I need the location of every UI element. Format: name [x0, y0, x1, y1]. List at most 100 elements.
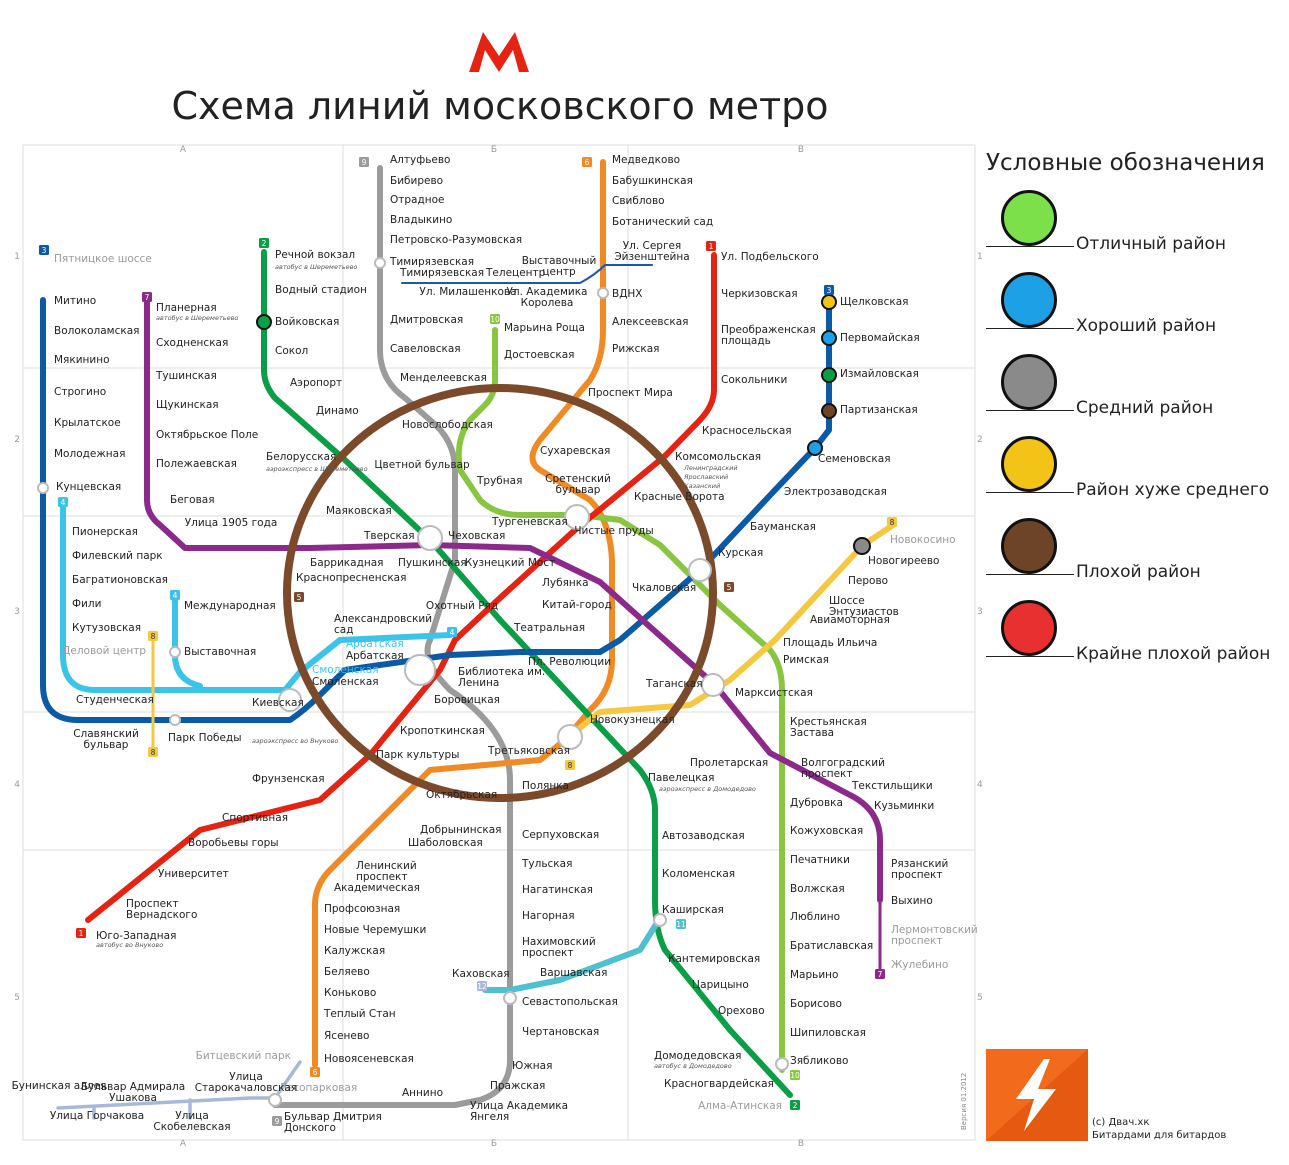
station-label[interactable]: Петровско-Разумовская	[390, 234, 522, 246]
station-label[interactable]: Дубровка	[790, 797, 843, 809]
station-label[interactable]: Динамо	[316, 405, 359, 417]
station-label[interactable]: Строгино	[54, 386, 106, 398]
station-label[interactable]: Шипиловская	[790, 1027, 866, 1039]
station-label[interactable]: Чеховская	[448, 530, 505, 542]
station-label[interactable]: Цветной бульвар	[374, 459, 470, 471]
station-label[interactable]: Люблино	[790, 911, 840, 923]
station-label[interactable]: Новые Черемушки	[324, 924, 426, 936]
station-label[interactable]: Кожуховская	[790, 825, 863, 837]
station-label[interactable]: Международная	[184, 600, 276, 612]
station-label[interactable]: Семеновская	[818, 453, 891, 465]
station-label[interactable]: Царицыно	[692, 979, 749, 991]
station-label[interactable]: Улица 1905 года	[185, 517, 278, 529]
station-label[interactable]: Крылатское	[54, 417, 121, 429]
station-label[interactable]: Автозаводская	[662, 830, 745, 842]
station-label[interactable]: Сокол	[275, 345, 308, 357]
station-label[interactable]: Юго-Западная	[96, 930, 176, 942]
station-label[interactable]: Мякинино	[54, 354, 110, 366]
station-label[interactable]: Зябликово	[790, 1055, 848, 1067]
station-label[interactable]: Белорусская	[266, 451, 336, 463]
station-label[interactable]: Нагатинская	[522, 884, 593, 896]
station-label[interactable]: Дмитровская	[390, 314, 463, 326]
station-label[interactable]: Проспект Мира	[588, 387, 673, 399]
station-label[interactable]: Отрадное	[390, 194, 445, 206]
station-label[interactable]: Шаболовская	[408, 837, 483, 849]
station-label[interactable]: Алексеевская	[612, 316, 688, 328]
station-label[interactable]: Бауманская	[750, 521, 816, 533]
station-label[interactable]: Авиамоторная	[810, 614, 890, 626]
station-label[interactable]: Смоленская	[312, 676, 379, 688]
station-label[interactable]: Алма-Атинская	[698, 1100, 782, 1112]
station-label[interactable]: Красногвардейская	[664, 1078, 774, 1090]
station-label[interactable]: Достоевская	[504, 349, 574, 361]
station-label[interactable]: Библиотека им.Ленина	[458, 666, 545, 689]
station-label[interactable]: Тургеневская	[491, 516, 568, 528]
station-label[interactable]: Марксистская	[735, 687, 813, 699]
station-label[interactable]: Домодедовская	[654, 1050, 741, 1062]
station-label[interactable]: Театральная	[513, 622, 585, 634]
station-label[interactable]: Тимирязевская	[389, 256, 474, 268]
station-label[interactable]: Бабушкинская	[612, 175, 693, 187]
station-label[interactable]: Аннино	[402, 1087, 443, 1099]
station-label[interactable]: Каширская	[662, 904, 724, 916]
station-label[interactable]: Добрынинская	[420, 824, 501, 836]
station-label[interactable]: Выхино	[891, 895, 933, 907]
station-label[interactable]: Ул. Подбельского	[721, 251, 819, 263]
station-label[interactable]: Медведково	[612, 154, 680, 166]
station-label[interactable]: Войковская	[275, 316, 339, 328]
station-label[interactable]: Сходненская	[156, 337, 228, 349]
station-label[interactable]: Менделеевская	[400, 372, 487, 384]
station-label[interactable]: Красные Ворота	[634, 491, 725, 503]
station-label[interactable]: Университет	[158, 868, 229, 880]
station-label[interactable]: Академическая	[334, 882, 420, 894]
station-label[interactable]: Калужская	[324, 945, 385, 957]
station-label[interactable]: ВДНХ	[612, 288, 643, 300]
station-label[interactable]: Фили	[72, 598, 101, 610]
station-label[interactable]: Полежаевская	[156, 458, 237, 470]
station-label[interactable]: Курская	[718, 547, 763, 559]
station-label[interactable]: Полянка	[522, 780, 569, 792]
station-label[interactable]: Новокосино	[890, 534, 956, 546]
station-label[interactable]: Баррикадная	[310, 557, 383, 569]
station-label[interactable]: Первомайская	[840, 332, 920, 344]
station-label[interactable]: Сокольники	[721, 374, 787, 386]
station-label[interactable]: Владыкино	[390, 214, 452, 226]
station-label[interactable]: Алтуфьево	[390, 154, 450, 166]
station-label[interactable]: Боровицкая	[434, 694, 500, 706]
station-label[interactable]: Тульская	[521, 858, 572, 870]
station-label[interactable]: Савеловская	[390, 343, 461, 355]
station-label[interactable]: Волжская	[790, 883, 845, 895]
station-label[interactable]: Октябрьская	[426, 789, 497, 801]
station-label[interactable]: Коньково	[324, 987, 376, 999]
station-label[interactable]: Маяковская	[326, 505, 392, 517]
station-label[interactable]: Новоясеневская	[324, 1053, 414, 1065]
station-label[interactable]: Улица Горчакова	[50, 1110, 144, 1122]
station-label[interactable]: Парк культуры	[376, 749, 459, 761]
station-label[interactable]: Серпуховская	[522, 829, 599, 841]
station-label[interactable]: Перово	[848, 575, 888, 587]
station-label[interactable]: Лесопарковая	[279, 1082, 357, 1094]
station-label[interactable]: Теплый Стан	[323, 1008, 396, 1020]
station-label[interactable]: Пролетарская	[690, 757, 768, 769]
station-label[interactable]: Чертановская	[522, 1026, 599, 1038]
station-label[interactable]: Сухаревская	[540, 445, 610, 457]
station-label[interactable]: Третьяковская	[487, 745, 570, 757]
station-label[interactable]: Смоленская	[312, 664, 379, 676]
station-label[interactable]: Краснопресненская	[296, 572, 406, 584]
station-label[interactable]: Планерная	[156, 302, 217, 314]
station-label[interactable]: Аэропорт	[290, 377, 342, 389]
station-label[interactable]: Тимирязевская	[399, 267, 484, 279]
station-label[interactable]: Чистые пруды	[574, 525, 653, 537]
station-label[interactable]: Митино	[54, 295, 96, 307]
station-label[interactable]: Измайловская	[840, 368, 919, 380]
